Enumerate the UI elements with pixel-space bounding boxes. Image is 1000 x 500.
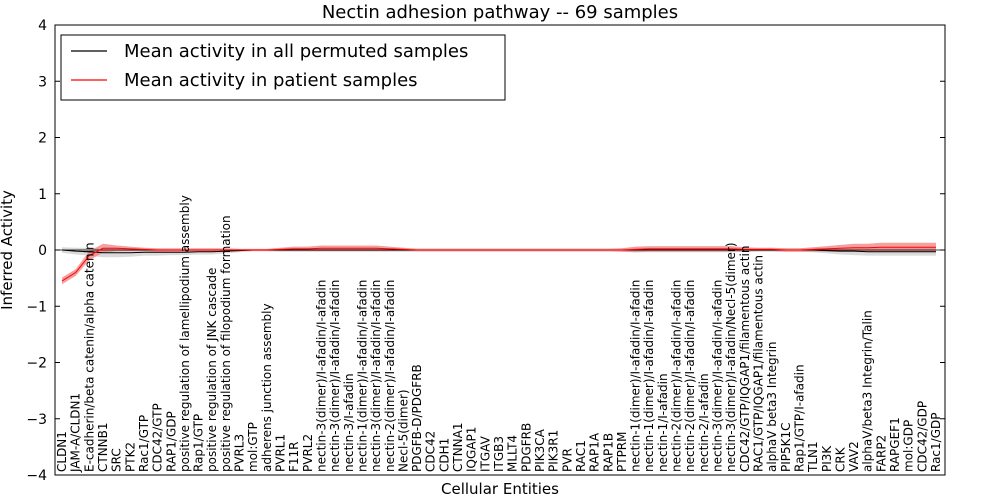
series-2-line bbox=[61, 246, 936, 282]
entity-label: CRK bbox=[833, 446, 847, 472]
y-tick-label: −2 bbox=[26, 356, 47, 372]
entity-label: Necl-5(dimer) bbox=[396, 389, 410, 472]
entity-label: RAPGEF1 bbox=[888, 417, 902, 472]
entity-label: nectin-3(dimer)/I-afadin/Necl-5(dimer) bbox=[724, 242, 738, 472]
entity-label: PTK2 bbox=[123, 442, 137, 472]
entity-label: Rac1/GDP bbox=[929, 413, 943, 472]
entity-label: RAP1B bbox=[601, 433, 615, 472]
entity-label: nectin-1(dimer)/I-afadin/I-afadin bbox=[355, 280, 369, 472]
y-tick-label: −3 bbox=[26, 412, 47, 428]
entity-label: nectin-2(dimer)/I-afadin/I-afadin bbox=[683, 280, 697, 472]
entity-label: PI3K bbox=[820, 445, 834, 472]
entity-label: nectin-3(dimer)/I-afadin/I-afadin bbox=[315, 280, 329, 472]
entity-label: nectin-3(dimer)/I-afadin/I-afadin bbox=[711, 280, 725, 472]
y-axis-label: Inferred Activity bbox=[0, 190, 16, 310]
entity-label: CLDN1 bbox=[55, 431, 69, 472]
entity-label: nectin-2(dimer)/I-afadin/I-afadin bbox=[383, 280, 397, 472]
entity-label: positive regulation of filopodium format… bbox=[219, 215, 233, 472]
y-tick-label: 1 bbox=[38, 187, 47, 203]
entity-label: adherens junction assembly bbox=[260, 303, 274, 472]
entity-label: nectin-3(dimer)/I-afadin/I-afadin bbox=[369, 280, 383, 472]
entity-label: alphaV/beta3 Integrin/Talin bbox=[861, 310, 875, 472]
entity-label: SRC bbox=[110, 448, 124, 472]
entity-label: IQGAP1 bbox=[465, 427, 479, 472]
entity-label: PTPRM bbox=[615, 432, 629, 473]
entity-label: F11R bbox=[287, 441, 301, 472]
y-tick-label: 3 bbox=[38, 74, 47, 90]
legend: Mean activity in all permuted samplesMea… bbox=[60, 34, 506, 101]
entity-label: nectin-2(dimer)/I-afadin/I-afadin bbox=[670, 280, 684, 472]
entity-label: nectin-3(dimer)/I-afadin/I-afadin bbox=[328, 280, 342, 472]
entity-label: PVRL1 bbox=[274, 434, 288, 472]
entity-label: PVR bbox=[560, 448, 574, 472]
entity-label: mol:GDP bbox=[902, 420, 916, 472]
entity-label: TLN1 bbox=[806, 441, 820, 473]
entity-label: CDC42/GDP bbox=[915, 401, 929, 472]
entity-label: RAP1A bbox=[588, 432, 602, 472]
entity-label: CDC42/GTP bbox=[151, 403, 165, 472]
entity-label: JAM-A/CLDN1 bbox=[69, 393, 83, 473]
entity-label: CDC42 bbox=[424, 431, 438, 472]
entity-label: nectin-1(dimer)/I-afadin/I-afadin bbox=[629, 280, 643, 472]
entity-label: CDH1 bbox=[437, 438, 451, 472]
entity-label: nectin-1(dimer)/I-afadin/I-afadin bbox=[642, 280, 656, 472]
y-tick-label: 2 bbox=[38, 131, 47, 147]
y-tick-label: 0 bbox=[38, 243, 47, 259]
y-tick-label: 4 bbox=[38, 18, 47, 34]
entity-label: nectin-1/I-afadin bbox=[656, 373, 670, 472]
entity-label: PIK3CA bbox=[533, 428, 547, 472]
entity-label: RAP1/GDP bbox=[164, 411, 178, 472]
entity-label: VAV2 bbox=[847, 441, 861, 472]
entity-label: nectin-3/I-afadin bbox=[342, 373, 356, 472]
entity-label: ITGB3 bbox=[492, 436, 506, 472]
entity-label: PIK3R1 bbox=[547, 430, 561, 472]
x-axis-label: Cellular Entities bbox=[441, 480, 559, 498]
entity-label: PIP5K1C bbox=[779, 422, 793, 472]
entity-label: RAC1 bbox=[574, 440, 588, 472]
entity-label: PDGFRB bbox=[519, 423, 533, 472]
entity-label: nectin-2/I-afadin bbox=[697, 373, 711, 472]
entity-label: ITGAV bbox=[478, 435, 492, 472]
entity-label: E-cadherin/beta catenin/alpha catenin bbox=[82, 242, 96, 472]
entity-label: FARP2 bbox=[874, 435, 888, 472]
legend-label: Mean activity in all permuted samples bbox=[124, 41, 468, 62]
entity-label: positive regulation of lamellipodium ass… bbox=[178, 195, 192, 472]
entity-label: PVRL2 bbox=[301, 434, 315, 472]
entity-label: CTNNA1 bbox=[451, 422, 465, 472]
entity-label: mol:GTP bbox=[246, 422, 260, 472]
y-tick-label: −4 bbox=[26, 468, 47, 484]
entity-label: positive regulation of JNK cascade bbox=[205, 268, 219, 472]
y-axis-ticks: −4 −3 −2 −1 0 1 2 3 4 bbox=[26, 18, 945, 484]
legend-label: Mean activity in patient samples bbox=[124, 70, 418, 91]
entity-label: CDC42/GTP/IQGAP1/filamentous actin bbox=[738, 246, 752, 472]
confidence-bands bbox=[62, 242, 936, 285]
legend-box bbox=[60, 34, 506, 101]
entity-label: PDGFB-D/PDGFRB bbox=[410, 364, 424, 472]
entity-label: RAC1/GTP/IQGAP1/filamentous actin bbox=[752, 255, 766, 472]
entity-label: Rap1/GTP/I-afadin bbox=[792, 364, 806, 472]
y-tick-label: −1 bbox=[26, 299, 47, 315]
entity-label: MLLT4 bbox=[506, 435, 520, 472]
entity-label: Rac1/GTP bbox=[137, 415, 151, 472]
entity-label: alphaV beta3 Integrin bbox=[765, 341, 779, 472]
entity-label: Rap1/GTP bbox=[192, 414, 206, 472]
entity-label: PVRL3 bbox=[233, 434, 247, 472]
series-2-band bbox=[62, 242, 936, 285]
entity-label: CTNNB1 bbox=[96, 422, 110, 472]
chart-title: Nectin adhesion pathway -- 69 samples bbox=[322, 2, 678, 23]
series-lines bbox=[55, 246, 945, 282]
